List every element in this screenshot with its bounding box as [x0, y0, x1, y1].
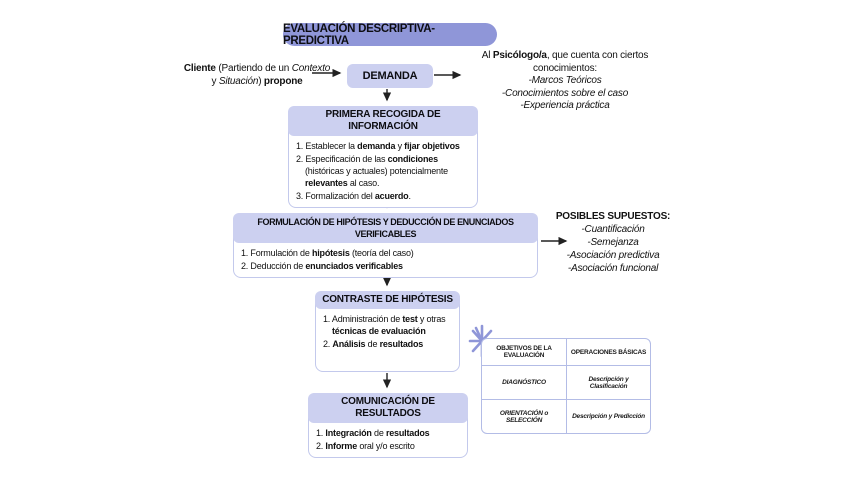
stage-box-contraste-hipotesis: CONTRASTE DE HIPÓTESIS 1. Administración… — [315, 291, 460, 372]
stage-body: 1. Establecer la demanda y fijar objetiv… — [289, 135, 477, 207]
stage-header: FORMULACIÓN DE HIPÓTESIS Y DEDUCCIÓN DE … — [233, 213, 538, 243]
psychologist-knowledge-item: -Marcos Teóricos — [528, 75, 602, 86]
stage-list-item: 2. Deducción de enunciados verificables — [241, 261, 403, 271]
posibles-supuestos-note: POSIBLES SUPUESTOS: -Cuantificación -Sem… — [553, 210, 673, 275]
client-note: Cliente (Partiendo de un Contexto y Situ… — [176, 62, 338, 88]
table-header-cell: OBJETIVOS DE LA EVALUACIÓN — [496, 345, 552, 359]
stage-header: PRIMERA RECOGIDA DE INFORMACIÓN — [288, 106, 478, 136]
client-note-line2: y Situación) propone — [211, 76, 303, 87]
psychologist-note: Al Psicólogo/a, que cuenta con ciertos c… — [458, 50, 672, 113]
supuesto-item: -Asociación funcional — [567, 263, 659, 274]
stage-list-item: 1. Formulación de hipótesis (teoría del … — [241, 248, 414, 258]
table-cell: ORIENTACIÓN o SELECCIÓN — [482, 399, 566, 433]
psychologist-note-intro: Al Psicólogo/a, que cuenta con ciertos c… — [481, 50, 649, 74]
stage-box-formulacion-hipotesis: FORMULACIÓN DE HIPÓTESIS Y DEDUCCIÓN DE … — [233, 213, 538, 278]
diagram-title-label: EVALUACIÓN DESCRIPTIVA-PREDICTIVA — [283, 22, 435, 47]
supuesto-item: -Asociación predictiva — [566, 250, 660, 261]
stage-list-item: 2. Informe oral y/o escrito — [316, 441, 415, 451]
table-header-cell: OPERACIONES BÁSICAS — [566, 339, 650, 365]
posibles-supuestos-heading: POSIBLES SUPUESTOS: — [555, 211, 671, 222]
supuesto-item: -Cuantificación — [581, 224, 645, 235]
stage-list-item: 1. Establecer la demanda y fijar objetiv… — [296, 141, 460, 151]
stage-list-item: 2. Especificación de las condiciones (hi… — [296, 154, 448, 188]
stage-header: CONTRASTE DE HIPÓTESIS — [315, 291, 460, 309]
psychologist-knowledge-item: -Conocimientos sobre el caso — [501, 87, 629, 99]
diagram-title: EVALUACIÓN DESCRIPTIVA-PREDICTIVA — [283, 22, 497, 47]
table-row: DIAGNÓSTICO Descripción y Clasificación — [482, 365, 650, 399]
stage-body: 1. Integración de resultados 2. Informe … — [309, 422, 467, 457]
stage-list-item: 1. Administración de test y otras técnic… — [323, 314, 446, 336]
demanda-label: DEMANDA — [362, 70, 418, 82]
demanda-box: DEMANDA — [347, 64, 433, 88]
client-note-line1: Cliente (Partiendo de un Contexto — [183, 63, 331, 74]
table-cell: DIAGNÓSTICO — [482, 365, 566, 399]
stage-box-comunicacion-resultados: COMUNICACIÓN DE RESULTADOS 1. Integració… — [308, 393, 468, 458]
stage-list-item: 2. Análisis de resultados — [323, 339, 424, 349]
stage-body: 1. Formulación de hipótesis (teoría del … — [234, 242, 537, 277]
table-cell: Descripción y Predicción — [566, 399, 650, 433]
psychologist-knowledge-item: -Experiencia práctica — [520, 100, 610, 111]
evaluation-objectives-table: OBJETIVOS DE LA EVALUACIÓN OPERACIONES B… — [481, 338, 651, 434]
stage-header: COMUNICACIÓN DE RESULTADOS — [308, 393, 468, 423]
table-cell: Descripción y Clasificación — [566, 365, 650, 399]
table-row: ORIENTACIÓN o SELECCIÓN Descripción y Pr… — [482, 399, 650, 433]
table-header-row: OBJETIVOS DE LA EVALUACIÓN OPERACIONES B… — [482, 339, 650, 365]
stage-box-primera-recogida: PRIMERA RECOGIDA DE INFORMACIÓN 1. Estab… — [288, 106, 478, 208]
stage-body: 1. Administración de test y otras técnic… — [316, 308, 459, 355]
stage-list-item: 1. Integración de resultados — [316, 428, 430, 438]
stage-list-item: 3. Formalización del acuerdo. — [296, 191, 411, 201]
supuesto-item: -Semejanza — [587, 237, 639, 248]
